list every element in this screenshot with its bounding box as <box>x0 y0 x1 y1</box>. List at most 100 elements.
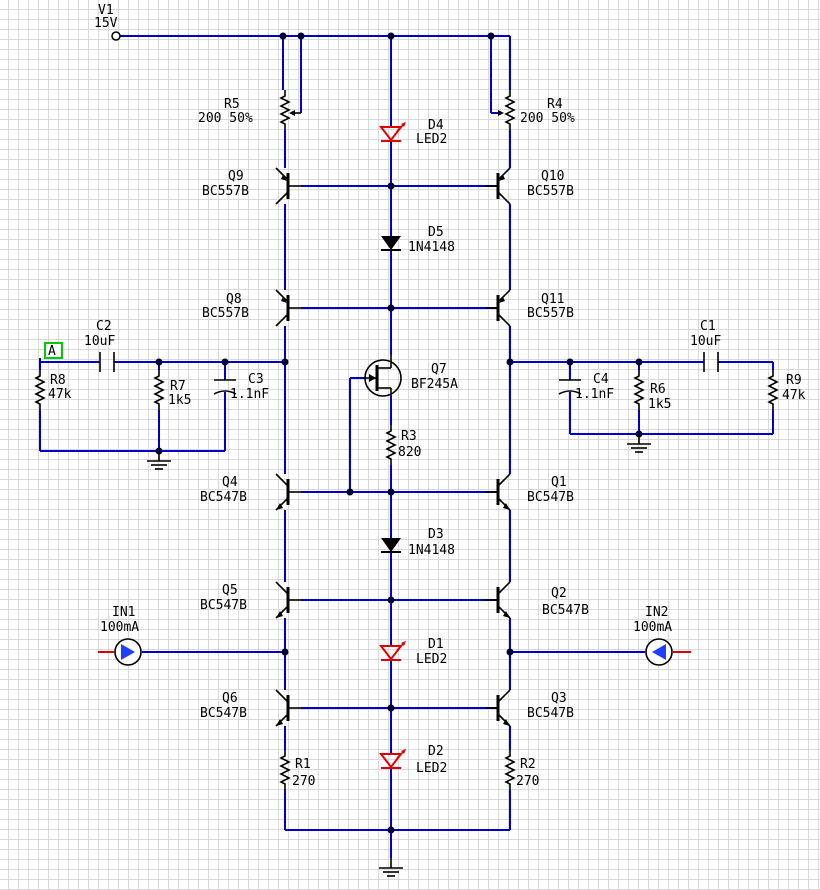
q5-value: BC547B <box>200 598 247 613</box>
r5-ref: R5 <box>224 97 240 112</box>
q11-value: BC557B <box>527 306 574 321</box>
q6-transistor[interactable]: Q6 BC547B <box>200 688 303 728</box>
r8-resistor[interactable]: R8 47k <box>35 369 72 411</box>
d4-led[interactable]: D4 LED2 <box>380 118 447 147</box>
r4-value: 200 50% <box>520 111 575 126</box>
q2-transistor[interactable]: Q2 BC547B <box>483 580 589 620</box>
q8-ref: Q8 <box>226 292 242 307</box>
r1-resistor[interactable]: R1 270 <box>280 749 315 791</box>
q7-ref: Q7 <box>431 362 447 377</box>
c3-ref: C3 <box>248 372 264 387</box>
ground-left <box>146 450 172 470</box>
r4-potentiometer[interactable]: R4 200 50% <box>498 89 575 131</box>
in1-value: 100mA <box>100 620 139 635</box>
r5-value: 200 50% <box>198 111 253 126</box>
q1-value: BC547B <box>527 490 574 505</box>
q5-ref: Q5 <box>222 583 238 598</box>
d5-value: 1N4148 <box>408 240 455 255</box>
r7-ref: R7 <box>170 379 186 394</box>
d1-value: LED2 <box>416 652 447 667</box>
in2-ref: IN2 <box>645 605 668 620</box>
d2-value: LED2 <box>416 761 447 776</box>
junctions <box>155 32 643 834</box>
wires <box>39 35 774 858</box>
q10-transistor[interactable]: Q10 BC557B <box>483 166 574 206</box>
in2-current-source[interactable]: IN2 100mA <box>633 605 691 666</box>
r1-value: 270 <box>292 774 315 789</box>
c4-capacitor[interactable]: C4 1.1nF <box>558 372 614 402</box>
q3-transistor[interactable]: Q3 BC547B <box>483 688 574 728</box>
q8-transistor[interactable]: Q8 BC557B <box>202 288 303 328</box>
q11-ref: Q11 <box>541 292 564 307</box>
q6-value: BC547B <box>200 706 247 721</box>
r9-ref: R9 <box>786 373 802 388</box>
q11-transistor[interactable]: Q11 BC557B <box>483 288 574 328</box>
q3-ref: Q3 <box>551 691 567 706</box>
r6-ref: R6 <box>650 382 666 397</box>
d2-led[interactable]: D2 LED2 <box>380 744 447 776</box>
r6-value: 1k5 <box>648 397 671 412</box>
in1-current-source[interactable]: IN1 100mA <box>98 605 142 666</box>
v1-value: 15V <box>94 16 118 31</box>
c2-capacitor[interactable]: C2 10uF <box>84 319 115 372</box>
q1-transistor[interactable]: Q1 BC547B <box>483 472 574 512</box>
r3-ref: R3 <box>401 429 417 444</box>
r5-potentiometer[interactable]: R5 200 50% <box>198 89 302 131</box>
q10-ref: Q10 <box>541 169 564 184</box>
r3-value: 820 <box>398 445 421 460</box>
q2-value: BC547B <box>542 603 589 618</box>
d1-led[interactable]: D1 LED2 <box>380 637 447 667</box>
d2-ref: D2 <box>428 744 444 759</box>
r2-ref: R2 <box>520 757 536 772</box>
in1-ref: IN1 <box>112 605 135 620</box>
d1-ref: D1 <box>428 637 444 652</box>
c1-ref: C1 <box>700 319 716 334</box>
c2-value: 10uF <box>84 334 115 349</box>
r4-ref: R4 <box>547 97 563 112</box>
q8-value: BC557B <box>202 306 249 321</box>
c1-capacitor[interactable]: C1 10uF <box>690 319 721 372</box>
c4-ref: C4 <box>593 372 609 387</box>
r2-resistor[interactable]: R2 270 <box>505 749 539 791</box>
q4-value: BC547B <box>200 490 247 505</box>
q9-value: BC557B <box>202 184 249 199</box>
r6-resistor[interactable]: R6 1k5 <box>634 369 671 412</box>
d4-value: LED2 <box>416 132 447 147</box>
q7-jfet[interactable]: Q7 BF245A <box>364 355 458 397</box>
c2-ref: C2 <box>96 319 112 334</box>
q4-transistor[interactable]: Q4 BC547B <box>200 472 303 512</box>
r3-resistor[interactable]: R3 820 <box>386 424 421 466</box>
r7-resistor[interactable]: R7 1k5 <box>154 369 191 411</box>
v1-ref: V1 <box>98 3 114 18</box>
r8-value: 47k <box>48 387 72 402</box>
c4-value: 1.1nF <box>575 387 614 402</box>
c3-capacitor[interactable]: C3 1.1nF <box>213 372 269 402</box>
r9-resistor[interactable]: R9 47k <box>768 369 806 411</box>
r8-ref: R8 <box>50 373 66 388</box>
q2-ref: Q2 <box>551 586 567 601</box>
d5-diode[interactable]: D5 1N4148 <box>380 225 455 255</box>
probe-label: A <box>48 344 56 359</box>
d4-ref: D4 <box>428 118 444 133</box>
q9-transistor[interactable]: Q9 BC557B <box>202 166 303 206</box>
r2-value: 270 <box>516 774 539 789</box>
d3-ref: D3 <box>428 527 444 542</box>
ground-right <box>626 433 652 453</box>
r1-ref: R1 <box>295 757 311 772</box>
q10-value: BC557B <box>527 184 574 199</box>
ground-bottom <box>378 857 404 877</box>
in2-value: 100mA <box>633 620 672 635</box>
q9-ref: Q9 <box>228 169 244 184</box>
v1-source[interactable]: V1 15V <box>94 3 121 41</box>
d5-ref: D5 <box>428 225 444 240</box>
q7-value: BF245A <box>411 377 458 392</box>
d3-diode[interactable]: D3 1N4148 <box>380 527 455 558</box>
q3-value: BC547B <box>527 706 574 721</box>
q6-ref: Q6 <box>222 691 238 706</box>
r7-value: 1k5 <box>168 393 191 408</box>
d3-value: 1N4148 <box>408 543 455 558</box>
probe-a[interactable]: A <box>39 342 63 370</box>
r9-value: 47k <box>782 388 806 403</box>
q5-transistor[interactable]: Q5 BC547B <box>200 580 303 620</box>
